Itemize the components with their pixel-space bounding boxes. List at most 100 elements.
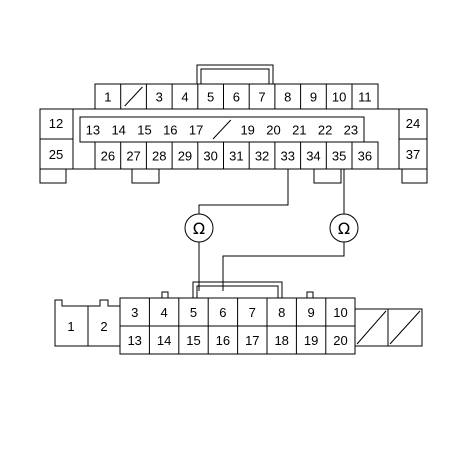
pin-label: 6 [233, 90, 240, 105]
pin-label: 13 [86, 123, 100, 138]
lower-left-housing [54, 299, 121, 347]
upper-side-pins: 12 25 24 37 [49, 116, 420, 162]
ohm-symbol: Ω [338, 219, 350, 238]
pin-label: 24 [406, 116, 420, 131]
pin: 34 [300, 142, 321, 169]
pin-label: 8 [284, 90, 291, 105]
pin-label: 12 [49, 116, 63, 131]
pin: 14 [111, 123, 125, 138]
ohmmeter-icon [184, 213, 214, 243]
upper-bottom-tab [401, 168, 428, 184]
pin: 27 [120, 142, 141, 169]
upper-bottom-tab [313, 168, 342, 184]
pin-label: 9 [310, 90, 317, 105]
pin-label: 32 [255, 149, 269, 164]
pin: 29 [171, 142, 192, 169]
pin [212, 119, 232, 140]
pin: 35 [325, 142, 346, 169]
pin-label: 37 [406, 147, 420, 162]
ohm-symbol: Ω [193, 219, 205, 238]
pin-label: 21 [292, 123, 306, 138]
pin-label: 7 [249, 305, 256, 320]
ohmmeter-1: Ω [184, 213, 214, 243]
unused-cavity-mark [124, 86, 143, 107]
pin: 4 [171, 84, 189, 109]
pin: 3 [145, 84, 163, 109]
pin-label: 30 [203, 149, 217, 164]
pin: 7 [248, 84, 266, 109]
upper-latch-inner [200, 68, 270, 85]
pin: 5 [178, 298, 197, 326]
pin: 32 [248, 142, 269, 169]
pin-label: 15 [186, 333, 200, 348]
pin-label: 10 [332, 90, 346, 105]
pin-label: 26 [101, 149, 115, 164]
pin-label: 6 [219, 305, 226, 320]
pin-label: 10 [333, 305, 347, 320]
pin: 8 [274, 84, 291, 109]
pin-label: 18 [274, 333, 288, 348]
pin: 5 [197, 84, 214, 109]
pin-label: 19 [304, 333, 318, 348]
pin-label: 17 [189, 123, 203, 138]
pin-label: 2 [100, 319, 107, 334]
lower-latch-inner [196, 285, 279, 299]
upper-bottom-tab [39, 168, 67, 184]
pin-label: 17 [245, 333, 259, 348]
pin-label: 1 [104, 90, 111, 105]
pin-label: 16 [163, 123, 177, 138]
pin-label: 15 [137, 123, 151, 138]
pin: 21 [292, 123, 306, 138]
upper-bottom-tab [131, 168, 160, 184]
pin: 7 [237, 298, 256, 326]
wire-pin33-to-meter1 [198, 169, 289, 214]
pin: 1 [104, 90, 111, 105]
pin: 11 [351, 84, 372, 109]
pin-label: 27 [126, 149, 140, 164]
pin: 33 [274, 142, 295, 169]
unused-cavity-mark [212, 119, 232, 140]
lower-notch [306, 291, 314, 298]
pin: 19 [240, 123, 254, 138]
pin-label: 9 [307, 305, 314, 320]
pin: 10 [325, 84, 346, 109]
pin-label: 34 [306, 149, 320, 164]
pin: 9 [295, 298, 315, 326]
pin-label: 7 [258, 90, 265, 105]
pin: 9 [300, 84, 317, 109]
pin-label: 3 [131, 305, 138, 320]
pin: 8 [266, 298, 285, 326]
pin: 17 [189, 123, 203, 138]
pin: 4 [148, 298, 168, 326]
pin: 22 [318, 123, 332, 138]
pin [120, 84, 143, 109]
pin: 23 [344, 123, 358, 138]
ohmmeter-2: Ω [329, 213, 359, 243]
pin: 36 [351, 142, 372, 169]
pin-label: 3 [156, 90, 163, 105]
pin: 14 [148, 326, 171, 354]
pin: 26 [101, 149, 115, 164]
pin-label: 20 [333, 333, 347, 348]
pin: 6 [223, 84, 240, 109]
pin: 16 [207, 326, 230, 354]
pin-label: 28 [152, 149, 166, 164]
pin-label: 19 [240, 123, 254, 138]
pin-label: 29 [178, 149, 192, 164]
pin: 28 [145, 142, 166, 169]
lower-notch [161, 291, 169, 298]
pin: 13 [86, 123, 100, 138]
pin-label: 22 [318, 123, 332, 138]
pin-label: 25 [49, 147, 63, 162]
pin-label: 8 [278, 305, 285, 320]
pin-label: 4 [160, 305, 167, 320]
pin: 6 [207, 298, 227, 326]
pin: 15 [137, 123, 151, 138]
pin-label: 5 [207, 90, 214, 105]
